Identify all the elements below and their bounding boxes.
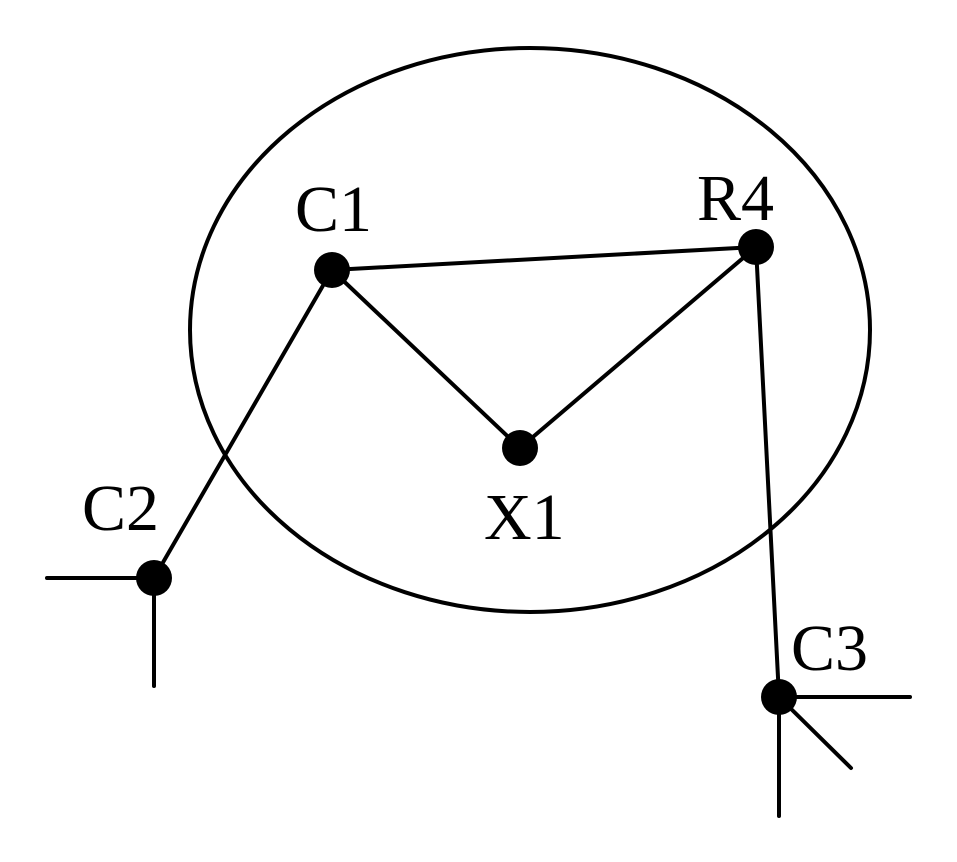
label-r4: R4 (697, 162, 774, 235)
node-c1 (314, 252, 350, 288)
edge-c1-c2 (152, 268, 334, 580)
edge-c1-x1 (330, 268, 522, 450)
node-c3 (761, 679, 797, 715)
edge-x1-r4 (518, 245, 758, 450)
label-c1: C1 (295, 173, 372, 246)
label-c3: C3 (791, 612, 868, 685)
node-x1 (502, 430, 538, 466)
node-c2 (136, 560, 172, 596)
edge-r4-c3 (754, 245, 781, 699)
cluster-ellipse (188, 46, 872, 614)
node-r4 (738, 229, 774, 265)
label-x1: X1 (484, 481, 565, 554)
label-c2: C2 (82, 472, 159, 545)
edge-c1-r4 (330, 245, 758, 272)
